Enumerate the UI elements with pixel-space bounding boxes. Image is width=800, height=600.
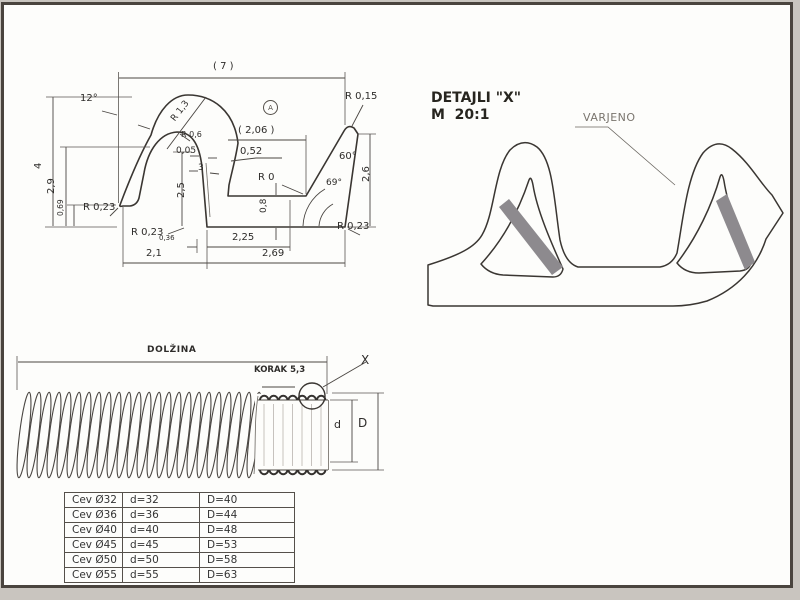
profile-section-linework [45,72,376,269]
cell-d: d=45 [122,537,200,553]
dim-off-052: 0,52 [240,146,263,157]
dim-height-08: 0,8 [259,198,269,213]
dim-radius-06: R 0,6 [181,130,202,139]
dim-height-25: 2,5 [176,182,187,198]
cell-D: D=63 [199,567,295,583]
dim-radius-023-mid: R 0,23 [131,227,164,238]
cell-D: D=40 [199,492,295,508]
cell-d: d=32 [122,492,200,508]
tube-length-label: DOLŽINA [147,345,197,355]
dim-radius-023-left: R 0,23 [83,202,116,213]
cell-d: d=40 [122,522,200,538]
detail-scale: M 20:1 [431,107,490,123]
dim-overall-width: ( 7 ) [213,61,234,72]
dim-width-036: 0,36 [159,234,175,242]
detail-section-linework [427,126,784,307]
table-row: Cev Ø32 d=32 D=40 [64,492,295,508]
dim-angle-60: 60° [339,151,357,162]
dim-slot-width: ( 2,06 ) [238,125,275,136]
detail-title: DETAJLI "X" [431,90,522,106]
datum-symbol: A [263,100,278,115]
cell-cev: Cev Ø45 [64,537,123,553]
weld-label: VARJENO [583,111,636,124]
dim-radius-023-right: R 0,23 [337,221,370,232]
cell-D: D=58 [199,552,295,568]
dim-angle-69: 69° [326,178,342,188]
dim-taper-3: 3 [198,163,204,173]
tube-linework [13,356,384,479]
dim-height-29: 2,9 [46,178,57,194]
weld-strip-left [499,199,563,275]
table-row: Cev Ø36 d=36 D=44 [64,507,295,523]
tube-inner-dia-label: d [334,418,341,431]
tube-outer-dia-label: D [358,416,368,430]
dim-height-069: 0,69 [56,199,65,216]
table-row: Cev Ø55 d=55 D=63 [64,567,295,583]
datum-letter: A [268,103,273,112]
dim-width-225: 2,25 [232,232,255,243]
dim-height-4: 4 [33,162,44,169]
tube-detail-marker: X [361,353,370,367]
corrugation-coils [13,391,265,479]
cell-D: D=44 [199,507,295,523]
cell-d: d=55 [122,567,200,583]
tube-pitch-label: KORAK 5,3 [254,365,306,375]
cell-cev: Cev Ø50 [64,552,123,568]
table-row: Cev Ø40 d=40 D=48 [64,522,295,538]
cell-d: d=36 [122,507,200,523]
cell-cev: Cev Ø36 [64,507,123,523]
dim-radius-015: R 0,15 [345,91,378,102]
dim-gap-005: 0,05 [176,146,197,156]
dim-width-21: 2,1 [146,248,162,259]
cell-d: d=50 [122,552,200,568]
table-row: Cev Ø50 d=50 D=58 [64,552,295,568]
table-row: Cev Ø45 d=45 D=53 [64,537,295,553]
dim-height-26: 2,6 [361,166,372,182]
cell-cev: Cev Ø55 [64,567,123,583]
weld-strip-right [716,194,755,270]
dim-angle-12: 12° [80,93,98,104]
cell-D: D=53 [199,537,295,553]
cell-cev: Cev Ø32 [64,492,123,508]
dim-radius-0: R 0 [258,172,275,183]
detail-x-callout-circle [298,382,326,410]
dim-width-269: 2,69 [262,248,285,259]
paper-sheet [1,2,793,588]
tube-size-table: Cev Ø32 d=32 D=40 Cev Ø36 d=36 D=44 Cev … [64,492,295,583]
cell-cev: Cev Ø40 [64,522,123,538]
cell-D: D=48 [199,522,295,538]
